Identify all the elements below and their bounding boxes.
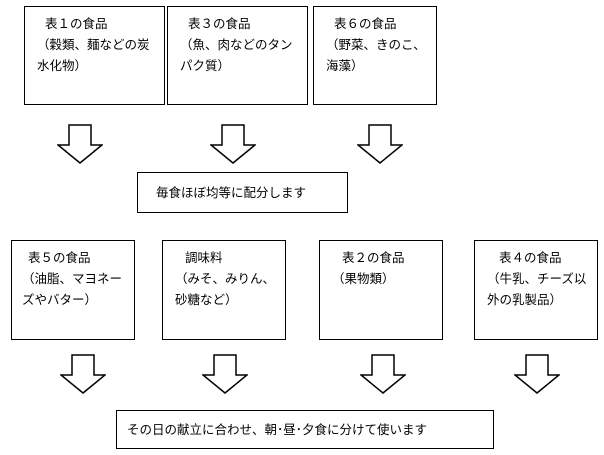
food-box-table5: 表５の食品 （油脂、マヨネーズやバター） [11, 240, 135, 340]
down-arrow-icon [202, 354, 248, 394]
food-box-table1: 表１の食品 （穀類、麺などの炭水化物） [24, 6, 165, 105]
food-box-title: 表１の食品 [45, 16, 108, 31]
food-box-title: 表３の食品 [188, 16, 251, 31]
distribution-note-text: 毎食ほぼ均等に配分します [156, 184, 307, 200]
distribution-note: 毎食ほぼ均等に配分します [137, 172, 348, 213]
food-box-table4: 表４の食品 （牛乳、チーズ以外の乳製品） [474, 240, 598, 340]
food-box-desc: （穀類、麺などの炭水化物） [37, 37, 150, 73]
down-arrow-icon [514, 354, 560, 394]
down-arrow-icon [210, 124, 256, 164]
down-arrow-icon [60, 354, 106, 394]
down-arrow-icon [357, 124, 403, 164]
food-box-table2: 表２の食品 （果物類） [319, 240, 443, 340]
food-box-title: 表６の食品 [334, 16, 397, 31]
daily-menu-note: その日の献立に合わせ、朝･昼･夕食に分けて使います [116, 410, 494, 449]
food-box-title: 表４の食品 [499, 250, 562, 265]
food-box-desc: （油脂、マヨネーズやバター） [22, 271, 123, 307]
down-arrow-icon [360, 354, 406, 394]
food-box-desc: （牛乳、チーズ以外の乳製品） [487, 271, 587, 307]
food-box-desc: （果物類） [332, 271, 395, 286]
food-box-desc: （野菜、きのこ、海藻） [326, 37, 426, 73]
food-box-table6: 表６の食品 （野菜、きのこ、海藻） [313, 6, 437, 105]
food-box-seasoning: 調味料 （みそ、みりん、砂糖など） [162, 240, 286, 340]
food-box-desc: （魚、肉などのタンパク質） [180, 37, 293, 73]
down-arrow-icon [57, 124, 103, 164]
food-box-desc: （みそ、みりん、砂糖など） [175, 271, 276, 307]
food-box-table3: 表３の食品 （魚、肉などのタンパク質） [167, 6, 308, 105]
food-box-title: 表５の食品 [28, 250, 91, 265]
food-box-title: 表２の食品 [342, 250, 405, 265]
daily-menu-note-text: その日の献立に合わせ、朝･昼･夕食に分けて使います [127, 421, 428, 437]
food-box-title: 調味料 [185, 250, 223, 265]
